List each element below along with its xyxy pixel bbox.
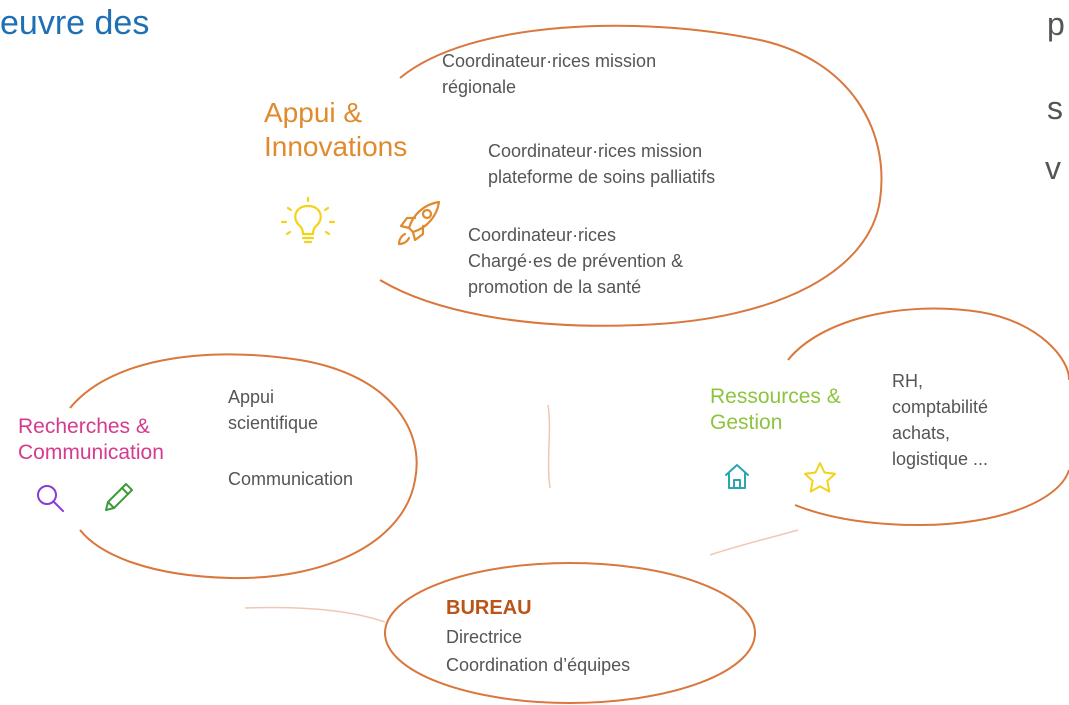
appui-ellipse — [379, 24, 883, 327]
appui-item-prevention: Coordinateur·rices Chargé·es de préventi… — [468, 225, 684, 297]
ressources-items: RH, comptabilité achats, logistique ... — [892, 371, 989, 469]
recherches-item-communication: Communication — [228, 469, 354, 489]
bureau-line-coordination: Coordination d’équipes — [446, 655, 631, 675]
side-letter-3: v — [1045, 150, 1061, 186]
recherches-title: Recherches & Communication — [18, 415, 164, 464]
ressources-title: Ressources & Gestion — [710, 385, 841, 434]
appui-title: Appui & Innovations — [264, 97, 408, 162]
ressources-ellipse — [787, 307, 1069, 527]
bureau-title: BUREAU — [446, 597, 532, 619]
rocket-icon — [397, 200, 441, 246]
side-letter-1: p — [1047, 6, 1065, 42]
search-icon — [37, 485, 64, 512]
lightbulb-icon — [280, 196, 336, 244]
star-icon — [804, 462, 836, 493]
bureau-ellipse — [384, 562, 756, 704]
connector-right — [709, 529, 799, 556]
connector-vertical — [547, 404, 551, 489]
header-title-fragment: euvre des — [0, 4, 150, 42]
bureau-line-directrice: Directrice — [446, 627, 523, 647]
connector-left — [244, 606, 386, 623]
recherches-ellipse — [69, 353, 418, 580]
side-letter-2: s — [1047, 90, 1063, 126]
recherches-item-appui-scientifique: Appui scientifique — [228, 387, 319, 433]
home-icon — [725, 464, 749, 489]
pen-icon — [105, 483, 133, 511]
appui-item-regionale: Coordinateur·rices mission régionale — [442, 51, 657, 97]
appui-item-plateforme: Coordinateur·rices mission plateforme de… — [488, 141, 716, 187]
